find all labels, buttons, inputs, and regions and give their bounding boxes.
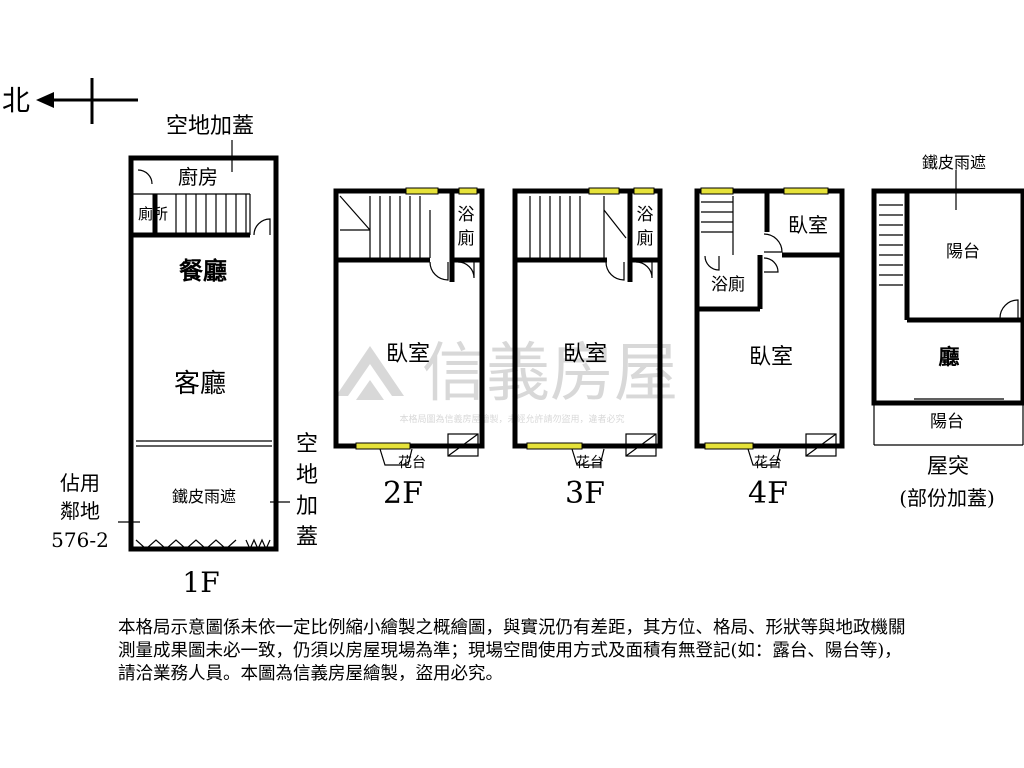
bedroom-3f-label: 臥室 (563, 342, 607, 367)
roof-balcony-bottom-label: 陽台 (930, 412, 964, 432)
door-swing-icon (457, 261, 475, 279)
disclaimer-text: 本格局示意圖係未依一定比例縮小繪製之概繪圖，與實況仍有差距，其方位、格局、形狀等… (118, 618, 906, 684)
floor-2f-title: 2F (383, 476, 423, 511)
side-annex-char-2: 地 (296, 463, 318, 488)
roof-title-line-1: 屋突 (927, 454, 969, 478)
floor-3f-title: 3F (565, 476, 605, 511)
neighbor-land-line-1: 佔用 (60, 471, 100, 495)
floor-1f: 空地加蓋 廚房 廁所 餐廳 客廳 鐵皮雨遮 1F 空 地 加 蓋 佔用 鄰地 5… (51, 114, 318, 599)
dining-label: 餐廳 (179, 256, 227, 285)
floor-4f-title: 4F (748, 476, 788, 511)
flower-bed-4f (747, 448, 781, 466)
flower-bed-2f (379, 448, 413, 466)
door-swing-icon (763, 233, 783, 253)
toilet-label: 廁所 (138, 205, 168, 223)
door-swing-icon (704, 255, 720, 271)
roof-iron-awning-label: 鐵皮雨遮 (922, 153, 986, 172)
north-label: 北 (2, 84, 30, 117)
stairs-4f (701, 196, 734, 255)
watermark-notice: 本格局圖為信義房屋繪製，未經允許請勿盜用，違者必究 (399, 413, 624, 425)
watermark-logo-icon (336, 346, 404, 400)
side-annex-char-4: 蓋 (296, 525, 318, 550)
watermark: 信義房屋 本格局圖為信義房屋繪製，未經允許請勿盜用，違者必究 (336, 337, 678, 425)
compass: 北 (2, 78, 138, 124)
door-swing-icon (253, 218, 271, 236)
side-annex-char-3: 加 (296, 494, 318, 519)
floor-roof: 鐵皮雨遮 陽台 廳 陽台 屋突 (部份加蓋) (871, 153, 1024, 510)
neighbor-land-line-3: 576-2 (51, 528, 109, 552)
flower-bed-3f-label: 花台 (576, 455, 604, 471)
door-swing-icon (137, 169, 153, 185)
flower-bed-4f-label: 花台 (754, 455, 782, 471)
door-swing-icon (635, 261, 653, 279)
bedroom-2f-label: 臥室 (386, 342, 430, 367)
stairs-1f (175, 194, 247, 235)
bedroom-4f-small-label: 臥室 (788, 213, 828, 237)
north-arrow-icon (36, 92, 54, 108)
roof-balcony-top-label: 陽台 (946, 242, 980, 262)
iron-awning-label: 鐵皮雨遮 (172, 487, 236, 506)
watermark-brand: 信義房屋 (422, 337, 678, 411)
bath-3f-char-2: 廁 (637, 228, 654, 249)
floor-4f: 臥室 浴廁 臥室 花台 4F (694, 187, 845, 511)
door-swing-icon (605, 261, 625, 281)
bedroom-4f-label: 臥室 (749, 345, 793, 370)
door-swing-icon (429, 261, 449, 281)
door-swing-icon (763, 257, 779, 273)
side-annex-char-1: 空 (296, 432, 318, 457)
door-swing-icon (999, 299, 1019, 319)
kitchen-label: 廚房 (178, 165, 218, 189)
bath-2f-char-1: 浴 (458, 205, 475, 225)
roof-title-line-2: (部份加蓋) (899, 486, 995, 510)
stairs-2f (339, 195, 431, 258)
flower-bed-3f (571, 448, 605, 466)
bath-3f-char-1: 浴 (637, 205, 654, 225)
stairs-3f (529, 196, 627, 258)
floor-2f: 浴 廁 臥室 花台 2F (333, 187, 485, 511)
stairs-roof (879, 204, 903, 286)
roof-hall-label: 廳 (939, 344, 960, 369)
living-label: 客廳 (174, 369, 226, 399)
neighbor-land-line-2: 鄰地 (60, 499, 100, 523)
folding-gate (135, 539, 237, 550)
bath-4f-label: 浴廁 (711, 274, 745, 295)
floor-1f-title: 1F (182, 566, 219, 599)
flower-bed-2f-label: 花台 (398, 455, 426, 471)
annex-top-label: 空地加蓋 (166, 114, 254, 139)
bath-2f-char-2: 廁 (458, 228, 475, 249)
floor-3f: 浴 廁 臥室 花台 3F (512, 187, 663, 511)
